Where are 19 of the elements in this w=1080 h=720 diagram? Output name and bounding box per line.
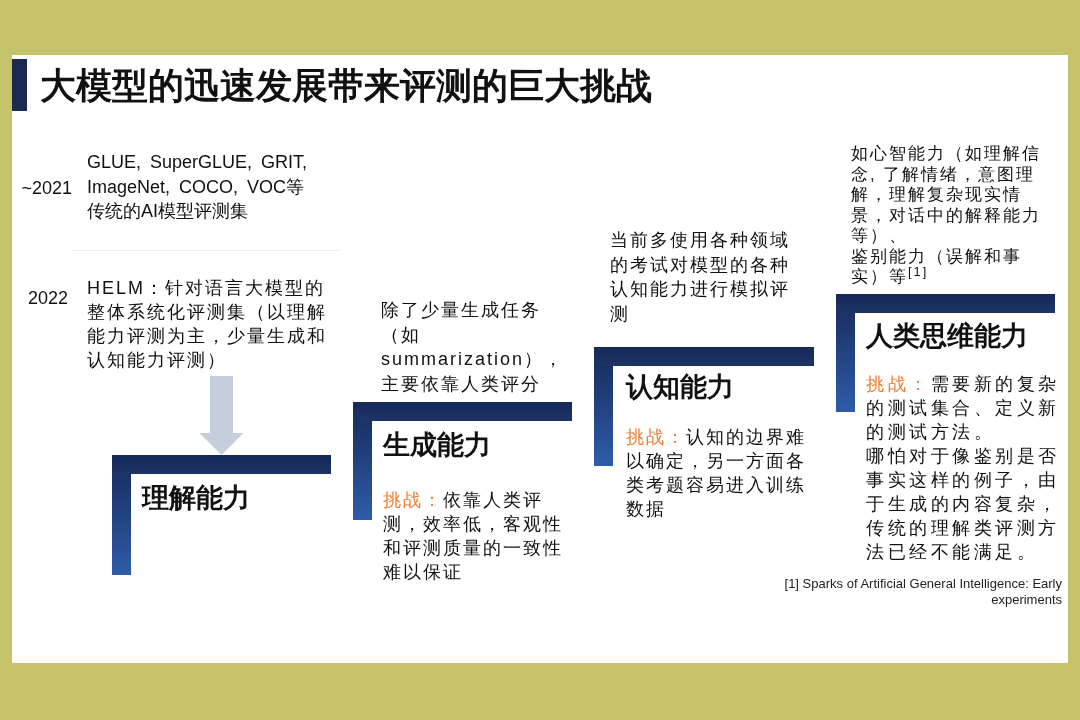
description-text: 鉴别能力（误解和事实）等$^{[1]}$ xyxy=(851,246,1023,288)
stage-heading: 人类思维能力 xyxy=(866,320,1028,353)
stage-heading: 理解能力 xyxy=(142,482,250,515)
challenge-text: 哪怕对于像鉴别是否事实这样的例子，由于生成的内容复杂，传统的理解类评测方法已经不能满足。 xyxy=(866,445,1061,564)
description-text: HELM：针对语言大模型的整体系统化评测集（以理解能力评测为主，少量生成和认知能力评测） xyxy=(87,276,339,376)
stage-heading: 认知能力 xyxy=(626,371,734,404)
year-label: ~2021 xyxy=(20,177,72,200)
challenge-text: 挑战：依靠人类评测，效率低，客观性和评测质量的一致性难以保证 xyxy=(383,489,564,584)
challenge-text: 挑战：需要新的复杂的测试集合、定义新的测试方法。 xyxy=(866,373,1061,444)
description-text: GLUE, SuperGLUE, GRIT, ImageNet, COCO, VOC等传统的AI模型评测集 xyxy=(87,151,309,223)
challenge-text: 挑战：认知的边界难以确定，另一方面各类考题容易进入训练数据 xyxy=(626,426,807,521)
description-text: 除了少量生成任务（如summarization），主要依靠人类评分 xyxy=(381,299,566,396)
arrow xyxy=(199,376,244,455)
description-text: 当前多使用各种领域的考试对模型的各种认知能力进行模拟评测 xyxy=(610,229,791,326)
slide-title: 大模型的迅速发展带来评测的巨大挑战 xyxy=(40,64,652,108)
footnote-text: [1] Sparks of Artificial General Intelligence: Early experiments xyxy=(783,576,1062,608)
year-label: 2022 xyxy=(26,287,68,310)
stage-heading: 生成能力 xyxy=(383,429,491,462)
description-text: 如心智能力（如理解信念, 了解情绪，意图理解，理解复杂现实情景，对话中的解释能力等）、 xyxy=(851,144,1042,247)
